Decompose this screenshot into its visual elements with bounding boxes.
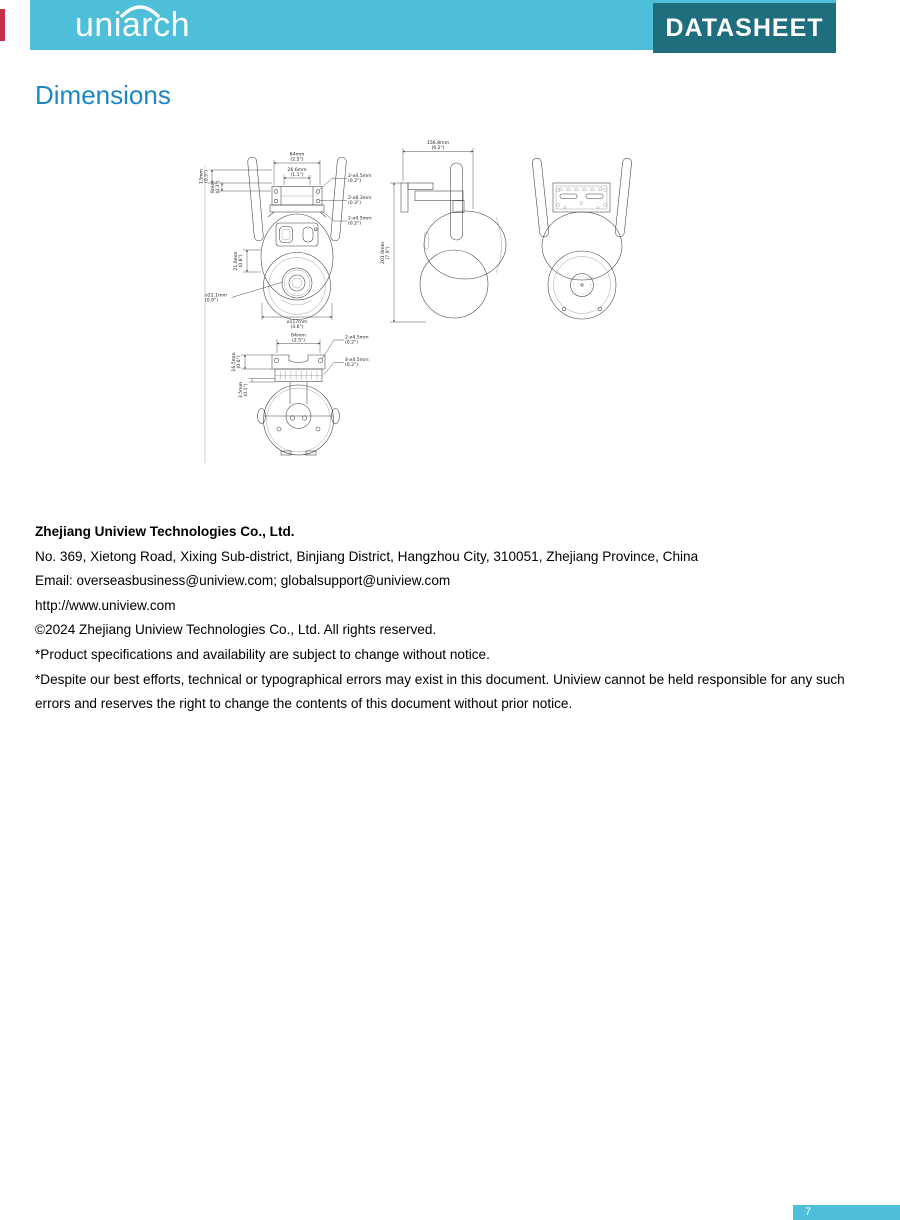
dim-front-h8-mm: 8mm xyxy=(210,181,216,193)
dim-front-width-mm: 64mm xyxy=(290,152,305,158)
dim-front-h13-mm: 13mm xyxy=(199,169,205,184)
dim-front-holes-top-inch: (0.2") xyxy=(348,178,361,184)
dim-side-width-mm: 156.8mm xyxy=(427,140,450,146)
disclaimer-1: *Product specifications and availability… xyxy=(35,646,490,662)
dim-bottom-h3-inch: (0.1") xyxy=(243,383,249,396)
dim-front-lens-inch: (0.9") xyxy=(205,298,218,304)
dimensions-drawing: 64mm (2.5") 26.6mm (1.1") 13mm (0.5") 8m… xyxy=(199,140,632,463)
header-band: uniarch DATASHEET xyxy=(30,0,836,53)
copyright-line: ©2024 Zhejiang Uniview Technologies Co.,… xyxy=(35,622,437,638)
dim-bottom-holes2-mm: 2-⌀4.5mm xyxy=(345,335,369,341)
dim-side-height-inch: (7.9") xyxy=(385,246,391,259)
dim-front-h21-inch: (0.8") xyxy=(238,254,244,267)
dim-front-dia-inch: (4.6") xyxy=(290,324,303,330)
company-info: Zhejiang Uniview Technologies Co., Ltd. … xyxy=(35,520,877,717)
company-email: Email: overseasbusiness@uniview.com; glo… xyxy=(35,573,451,589)
front-view: 64mm (2.5") 26.6mm (1.1") 13mm (0.5") 8m… xyxy=(199,152,372,463)
dim-bottom-width-inch: (2.5") xyxy=(292,338,305,344)
datasheet-badge: DATASHEET xyxy=(653,3,836,53)
dim-front-holes-bot-mm: 2-⌀4.5mm xyxy=(348,216,372,222)
bleed-mark xyxy=(0,9,5,41)
dim-bottom-holes4-inch: (0.2") xyxy=(345,362,358,368)
dim-front-h21-mm: 21.6mm xyxy=(233,251,239,271)
dim-front-dia-mm: ⌀117mm xyxy=(287,319,308,325)
dim-side-width-inch: (6.2") xyxy=(431,145,444,151)
dim-front-holes-mid-inch: (0.3") xyxy=(348,200,361,206)
dim-front-h13-inch: (0.5") xyxy=(204,170,210,183)
disclaimer-2: *Despite our best efforts, technical or … xyxy=(35,671,845,712)
company-name: Zhejiang Uniview Technologies Co., Ltd. xyxy=(35,524,295,539)
uniarch-logo: uniarch xyxy=(75,6,191,44)
dim-bottom-h16-mm: 16.5mm xyxy=(231,352,237,372)
dim-bottom-h3-mm: 3.5mm xyxy=(238,381,244,398)
page-number-badge: 7 xyxy=(793,1205,900,1220)
dim-front-holes-top-mm: 2-⌀4.5mm xyxy=(348,173,372,179)
company-address: No. 369, Xietong Road, Xixing Sub-distri… xyxy=(35,548,699,564)
dim-bottom-holes2-inch: (0.2") xyxy=(345,340,358,346)
bottom-view: 64mm (2.5") 2-⌀4.5mm (0.2") 4-⌀4.5mm (0.… xyxy=(231,333,369,456)
page-title: Dimensions xyxy=(35,80,171,110)
dim-front-inner-mm: 26.6mm xyxy=(287,167,307,173)
dim-front-holes-bot-inch: (0.2") xyxy=(348,221,361,227)
dim-bottom-width-mm: 64mm xyxy=(291,333,306,339)
rear-view xyxy=(532,157,632,320)
company-website: http://www.uniview.com xyxy=(35,597,176,613)
side-view: 156.8mm (6.2") 201.9mm (7.9") xyxy=(380,140,507,323)
dim-front-inner-inch: (1.1") xyxy=(290,172,303,178)
dim-front-lens-mm: ⌀22.1mm xyxy=(205,293,227,299)
logo-arc-icon xyxy=(120,5,160,18)
dim-bottom-h16-inch: (0.6") xyxy=(236,355,242,368)
dim-bottom-holes4-mm: 4-⌀4.5mm xyxy=(345,357,369,363)
dim-front-width-inch: (2.5") xyxy=(290,157,303,163)
dim-front-holes-mid-mm: 2-⌀8.3mm xyxy=(348,195,372,201)
dim-side-height-mm: 201.9mm xyxy=(380,241,386,264)
dim-front-h8-inch: (0.3") xyxy=(215,180,221,193)
